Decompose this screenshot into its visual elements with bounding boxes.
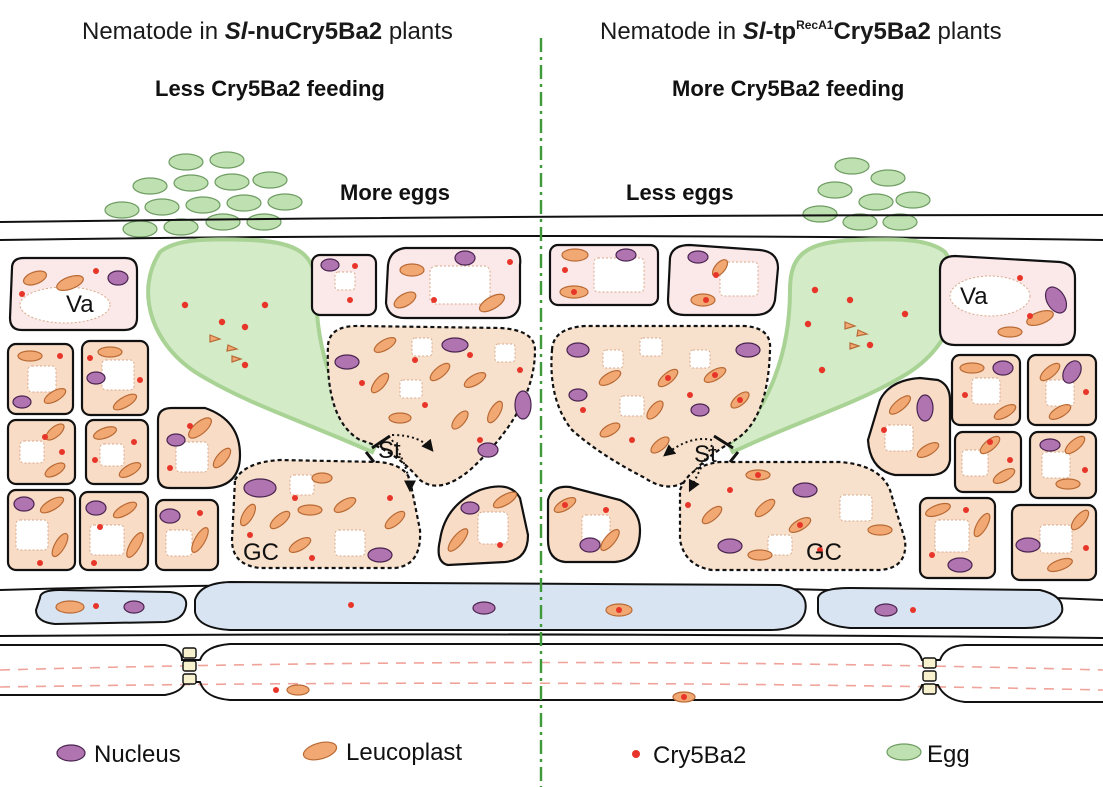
left-vacuole-label: Va (66, 291, 94, 318)
right-vacuole-label: Va (960, 283, 988, 310)
phloem-leucoplast-left (286, 684, 310, 696)
phloem-dash-lower (0, 682, 1103, 691)
right-egg-cluster (802, 157, 931, 231)
right-feeding-label: More Cry5Ba2 feeding (672, 76, 904, 101)
right-stylet: St (663, 434, 740, 493)
right-parenchyma-cells (546, 353, 1098, 582)
epidermis-outer-line (0, 214, 1103, 223)
egg-icon (886, 743, 922, 761)
right-giant-cell-label: GC (806, 539, 842, 566)
phloem-lower-line (0, 681, 1103, 703)
left-vacuolated-cell: Va (8, 256, 139, 332)
cry5ba2-dot-icon (632, 750, 640, 758)
epidermis-inner-line (0, 235, 1103, 241)
phloem-dot-right (681, 694, 687, 700)
right-vacuolated-cell: Va (938, 254, 1077, 347)
phloem-dot-left (273, 687, 279, 693)
left-eggs-label: More eggs (340, 180, 450, 205)
left-stylet-label: St (378, 437, 401, 464)
right-eggs-label: Less eggs (626, 180, 734, 205)
right-upper-cells (548, 243, 780, 317)
right-nematode-contents (804, 286, 909, 374)
leucoplast-icon (302, 741, 338, 761)
sieve-plates (182, 647, 937, 695)
phloem-upper-line (0, 643, 1103, 661)
left-heading: Nematode in Sl-nuCry5Ba2 plants (82, 18, 453, 45)
left-egg-cluster (104, 151, 303, 238)
legend-egg-label: Egg (927, 741, 970, 768)
legend-leucoplast-label: Leucoplast (346, 739, 462, 766)
right-giant-cells: GC (550, 324, 907, 572)
left-giant-cells: GC (230, 324, 537, 570)
left-giant-cell-label: GC (243, 539, 279, 566)
nucleus-icon (56, 744, 86, 762)
vascular-cells (34, 580, 1064, 631)
left-stylet: St (364, 434, 434, 493)
left-parenchyma-cells (6, 246, 530, 572)
legend: Nucleus Leucoplast Cry5Ba2 Egg (56, 739, 970, 769)
right-heading: Nematode in Sl-tpRecA1Cry5Ba2 plants (600, 18, 1002, 45)
left-feeding-label: Less Cry5Ba2 feeding (155, 76, 385, 101)
vascular-lower-line (0, 633, 1103, 639)
phloem-dash-upper (0, 661, 1103, 671)
legend-nucleus-label: Nucleus (94, 741, 181, 768)
right-stylet-label: St (694, 441, 717, 468)
legend-cry5ba2-label: Cry5Ba2 (653, 742, 746, 769)
left-nematode-contents (181, 301, 269, 369)
